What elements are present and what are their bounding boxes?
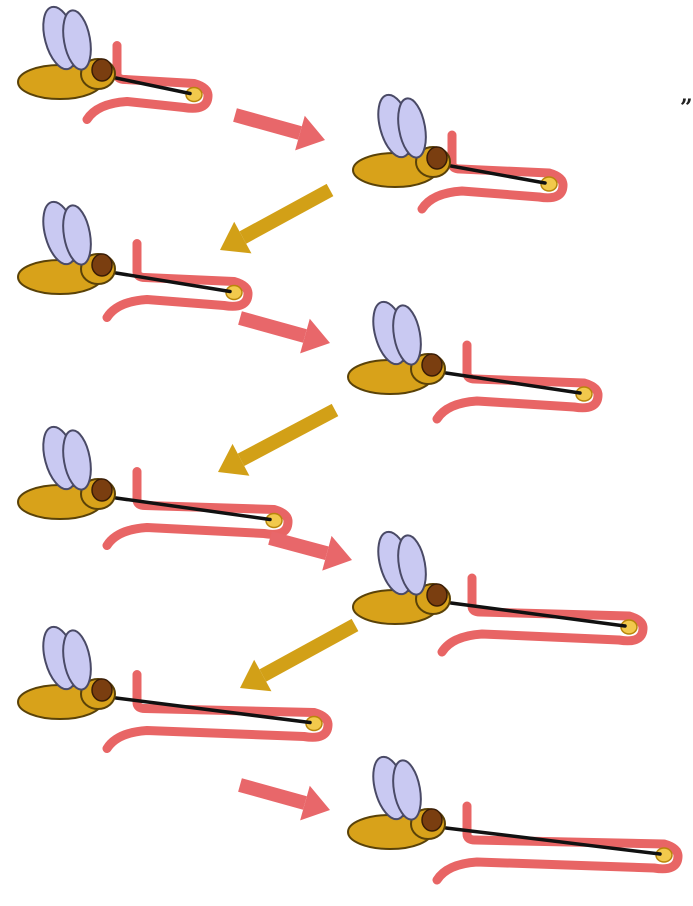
arrow-right-down-icon	[240, 785, 330, 820]
stage-5	[18, 423, 288, 545]
flower-lower-lip	[437, 856, 678, 880]
stage-6	[353, 528, 643, 652]
arrow-shaft	[243, 190, 330, 238]
insect-head	[92, 479, 112, 501]
arrow-left-down-icon	[218, 410, 335, 476]
flower-lower-lip	[442, 628, 643, 652]
cropped-edge-mark: „	[680, 82, 693, 108]
flower-lower-lip	[107, 294, 248, 318]
flower-lower-lip	[437, 395, 598, 419]
insect-head	[92, 679, 112, 701]
insect-head	[92, 254, 112, 276]
arrow-right-down-icon	[240, 318, 330, 353]
flower-lower-lip	[107, 725, 328, 749]
insect-head	[422, 809, 442, 831]
stage-1	[18, 3, 208, 119]
flower-lower-lip	[422, 185, 563, 209]
insect-head	[92, 59, 112, 81]
flower-upper-lip	[137, 675, 328, 725]
arrow-shaft	[240, 785, 305, 803]
arrow-shaft	[270, 538, 327, 553]
arrow-shaft	[241, 410, 335, 460]
flower-upper-lip	[137, 472, 288, 522]
stage-2	[353, 91, 563, 209]
arrow-right-down-icon	[235, 115, 325, 150]
arrow-left-down-icon	[220, 190, 330, 253]
flower-upper-lip	[472, 578, 643, 628]
arrow-left-down-icon	[240, 625, 355, 691]
tubular-flower-icon	[107, 244, 248, 318]
stage-4	[348, 298, 598, 419]
arrow-shaft	[240, 318, 305, 336]
arrow-shaft	[263, 625, 355, 676]
insect-head	[427, 584, 447, 606]
flower-upper-lip	[467, 806, 678, 856]
arrow-shaft	[235, 115, 300, 133]
stage-3	[18, 198, 248, 317]
insect-head	[427, 147, 447, 169]
stage-7	[18, 623, 328, 748]
insect-head	[422, 354, 442, 376]
arrow-right-down-icon	[270, 536, 352, 571]
stage-8	[348, 753, 678, 880]
flower-lower-lip	[107, 522, 288, 546]
